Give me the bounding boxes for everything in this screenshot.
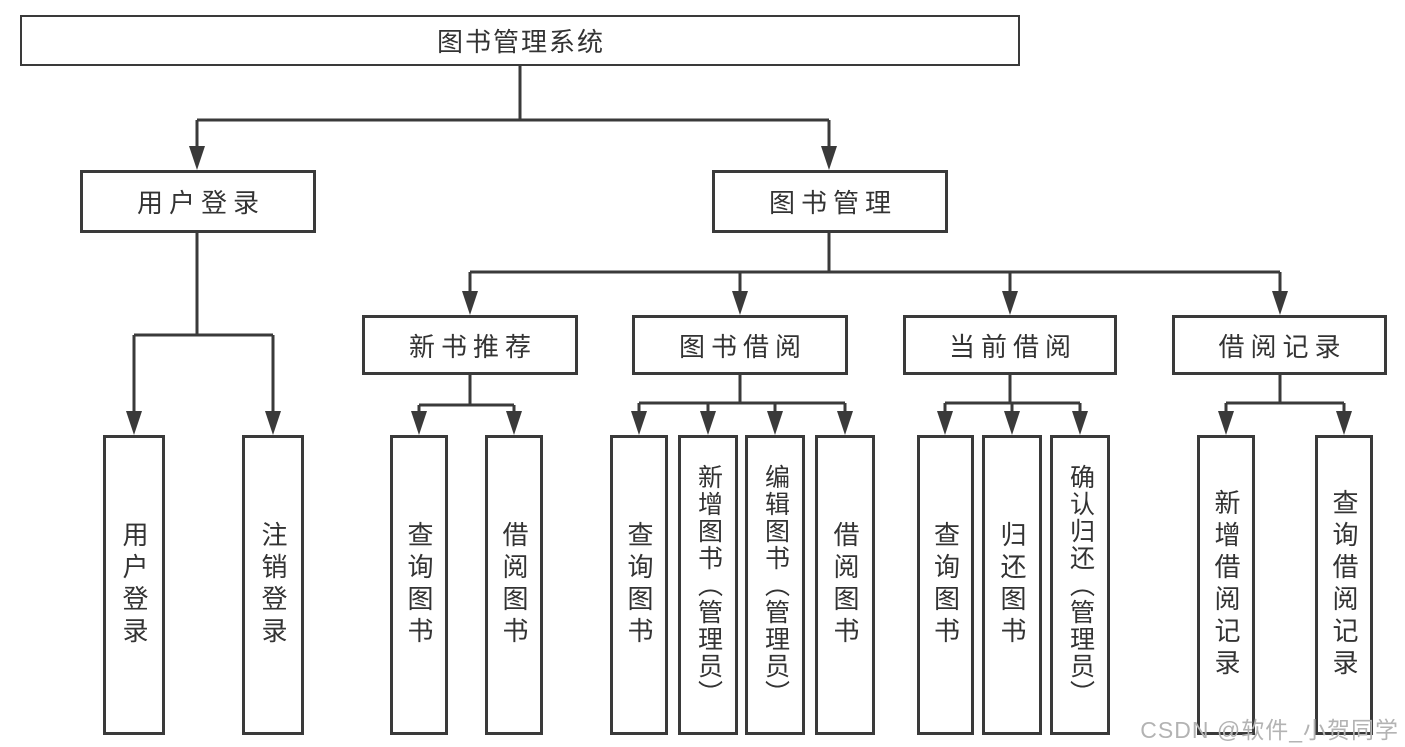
node-label: 图书管理 xyxy=(768,188,897,218)
node-system-root: 图书管理系统 xyxy=(20,15,1020,66)
leaf-query-books: 查询图书 xyxy=(917,435,974,735)
node-label: 编辑图书（管理员） xyxy=(761,463,790,707)
node-user-login: 用户登录 xyxy=(80,170,316,233)
node-book-borrow: 图书借阅 xyxy=(632,315,848,375)
leaf-return-books: 归还图书 xyxy=(982,435,1042,735)
leaf-add-books-admin: 新增图书（管理员） xyxy=(678,435,738,735)
node-label: 当前借阅 xyxy=(948,331,1077,362)
node-label: 新书推荐 xyxy=(408,331,537,362)
leaf-borrow-books: 借阅图书 xyxy=(815,435,875,735)
node-label: 注销登录 xyxy=(258,521,288,649)
node-label: 图书借阅 xyxy=(678,331,807,362)
node-label: 借阅记录 xyxy=(1218,331,1347,362)
leaf-add-borrow-record: 新增借阅记录 xyxy=(1197,435,1255,735)
node-book-management: 图书管理 xyxy=(712,170,948,233)
node-current-borrow: 当前借阅 xyxy=(903,315,1117,375)
node-label: 确认归还（管理员） xyxy=(1066,463,1095,707)
node-label: 借阅图书 xyxy=(830,521,860,649)
node-new-book-recommend: 新书推荐 xyxy=(362,315,578,375)
leaf-user-login: 用户登录 xyxy=(103,435,165,735)
node-label: 图书管理系统 xyxy=(436,27,605,57)
leaf-confirm-return-admin: 确认归还（管理员） xyxy=(1050,435,1110,735)
leaf-query-borrow-record: 查询借阅记录 xyxy=(1315,435,1373,735)
node-label: 新增借阅记录 xyxy=(1211,489,1241,681)
node-label: 查询图书 xyxy=(624,521,654,649)
node-label: 查询借阅记录 xyxy=(1329,489,1359,681)
leaf-edit-books-admin: 编辑图书（管理员） xyxy=(745,435,805,735)
node-label: 用户登录 xyxy=(119,521,149,649)
arrowheads xyxy=(126,146,1352,435)
leaf-query-books: 查询图书 xyxy=(610,435,668,735)
node-label: 借阅图书 xyxy=(499,521,529,649)
leaf-borrow-books: 借阅图书 xyxy=(485,435,543,735)
node-label: 用户登录 xyxy=(136,188,265,218)
csdn-watermark: CSDN @软件_小贺同学 xyxy=(1140,717,1399,743)
node-label: 归还图书 xyxy=(997,521,1027,649)
node-borrow-records: 借阅记录 xyxy=(1172,315,1387,375)
node-label: 新增图书（管理员） xyxy=(694,463,723,707)
leaf-logout: 注销登录 xyxy=(242,435,304,735)
node-label: 查询图书 xyxy=(404,521,434,649)
node-label: 查询图书 xyxy=(930,521,961,649)
leaf-query-books: 查询图书 xyxy=(390,435,448,735)
